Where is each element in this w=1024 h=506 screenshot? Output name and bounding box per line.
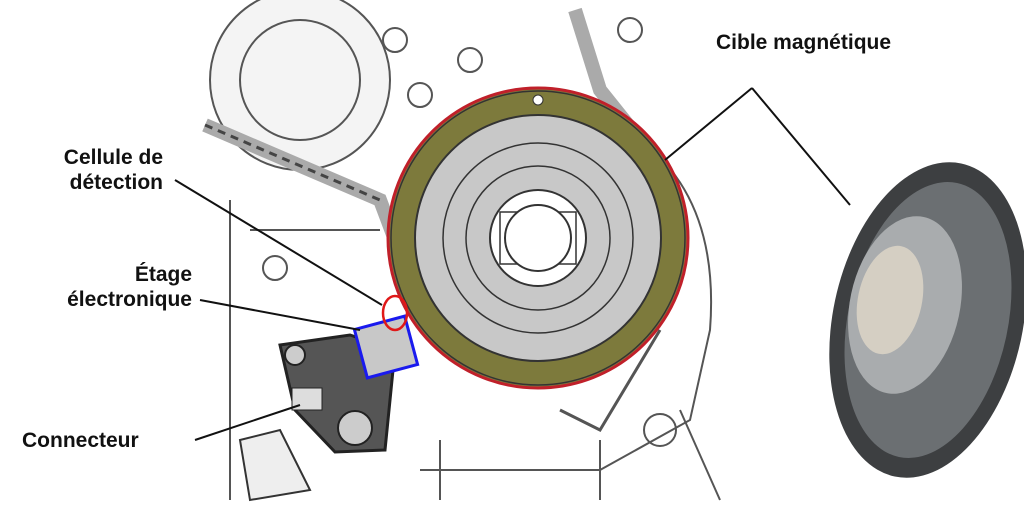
magnetic-target-ring [386, 86, 690, 390]
engine-line-drawing [202, 0, 721, 501]
detection-cell-highlight [381, 294, 409, 332]
leader-lines [174, 87, 851, 441]
label-detection-cell-line2: détection [69, 171, 163, 194]
label-detection-cell: Cellule de détection [20, 145, 163, 195]
label-electronic-stage-line2: électronique [67, 288, 192, 311]
label-electronic-stage-line1: Étage [134, 263, 192, 286]
magnetic-target-photo [829, 162, 1024, 478]
label-magnetic-target: Cible magnétique [716, 31, 892, 54]
label-electronic-stage: Étage électronique [20, 262, 192, 312]
label-detection-cell-line1: Cellule de [63, 146, 163, 169]
electronic-stage-highlight [352, 314, 420, 380]
label-connector: Connecteur [22, 429, 139, 452]
sensor [238, 294, 420, 502]
